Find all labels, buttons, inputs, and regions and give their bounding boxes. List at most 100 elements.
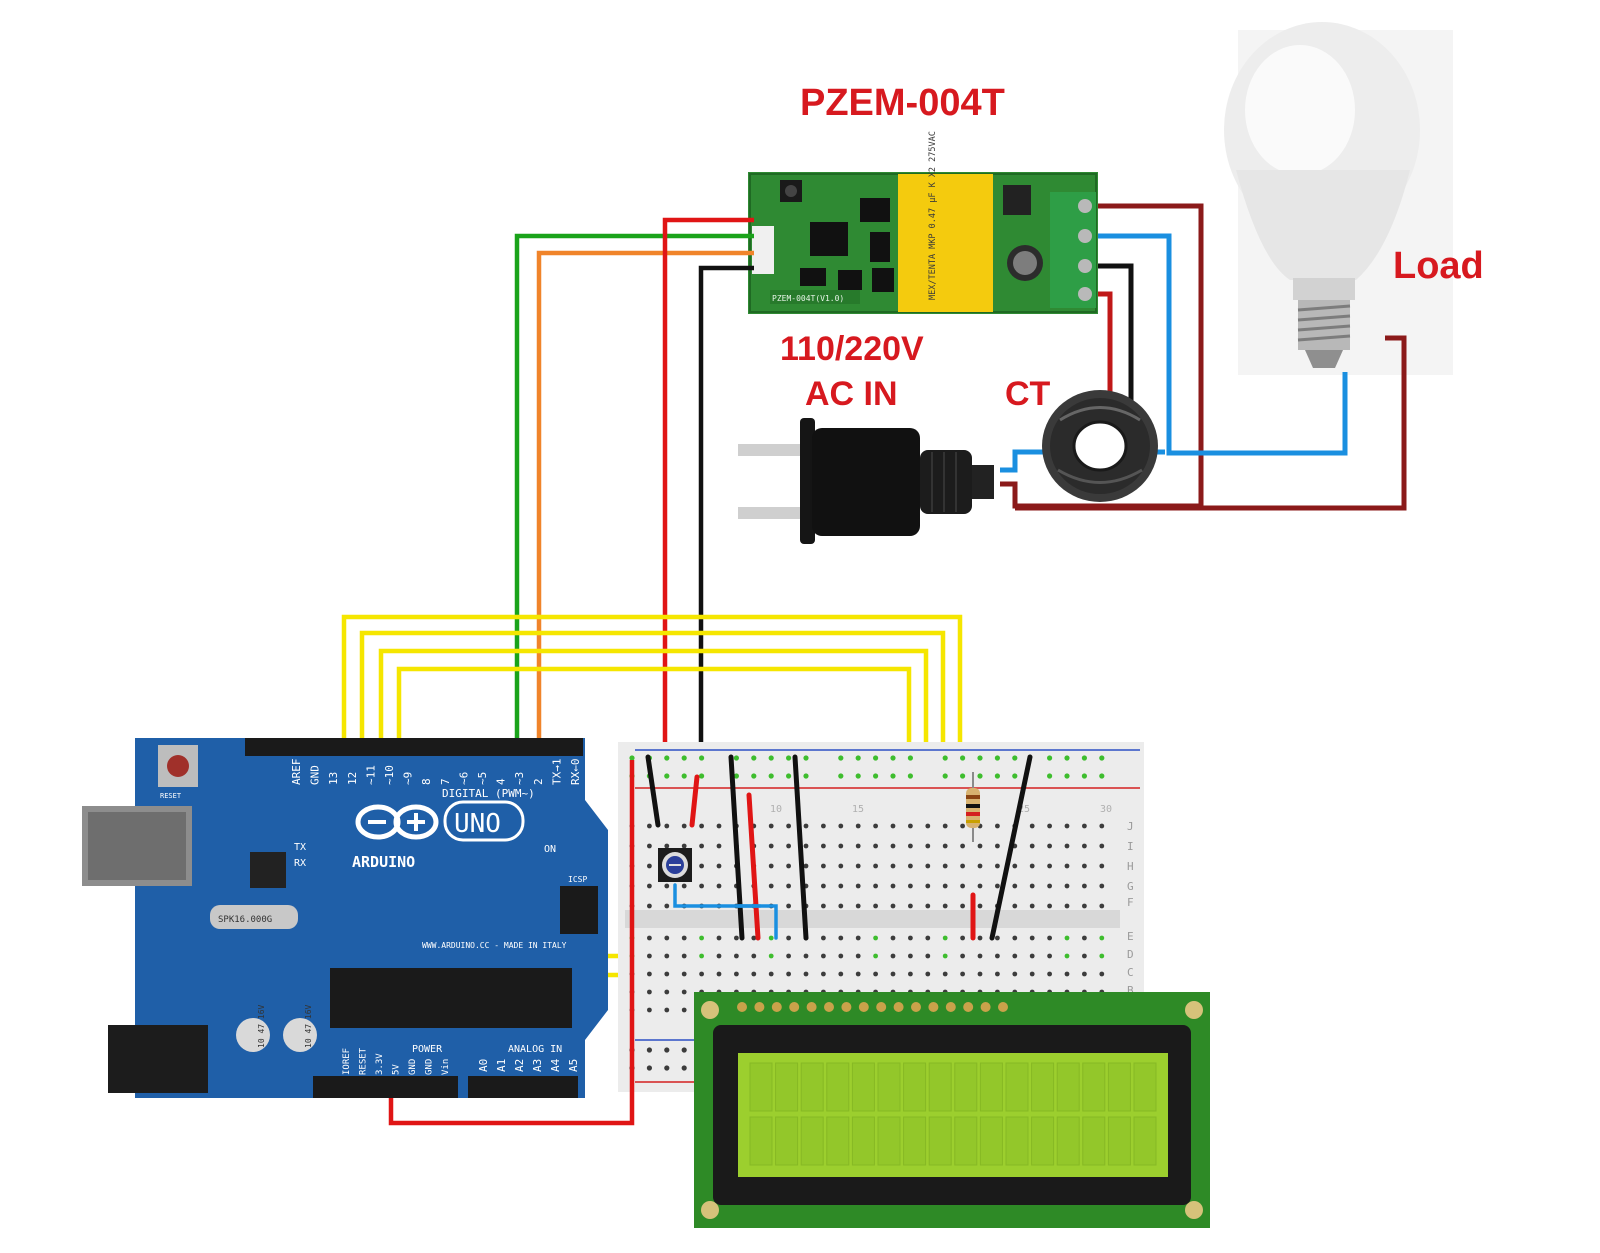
rail-hole (751, 773, 757, 779)
breadboard-hole (821, 971, 826, 977)
rail-hole (803, 755, 809, 761)
analog-pin-label: A0 (477, 1059, 490, 1072)
breadboard-hole (1082, 823, 1087, 829)
lcd-cell (851, 1062, 875, 1112)
breadboard-hole (1064, 935, 1070, 941)
rail-hole (873, 755, 879, 761)
lcd-cell (928, 1116, 952, 1166)
lcd-pin (928, 1002, 939, 1012)
tx-label: TX (294, 842, 306, 853)
lcd-pin (841, 1002, 852, 1012)
breadboard-hole (786, 883, 791, 889)
breadboard-hole (786, 971, 791, 977)
breadboard-hole (960, 935, 965, 941)
breadboard-hole (716, 823, 722, 829)
breadboard-hole (1029, 843, 1035, 849)
breadboard-hole (1012, 953, 1018, 959)
website-label: WWW.ARDUINO.CC - MADE IN ITALY (422, 941, 567, 950)
breadboard-hole (977, 953, 983, 959)
breadboard-hole (960, 883, 965, 889)
icsp-header (560, 886, 598, 934)
analog-pin-label: A1 (495, 1059, 508, 1072)
breadboard-hole (681, 1007, 687, 1013)
breadboard-hole (716, 843, 722, 849)
breadboard-hole (803, 823, 809, 829)
breadboard-hole (942, 953, 948, 959)
breadboard-hole (908, 971, 913, 977)
pzem-capacitor-text: MEX/TENTA MKP 0.47 µF K X2 275VAC (928, 131, 938, 300)
breadboard-hole (647, 823, 652, 829)
lcd-cell (903, 1116, 927, 1166)
breadboard-hole (716, 883, 722, 889)
rail-hole (681, 755, 687, 761)
rail-hole (646, 1065, 653, 1071)
rail-hole (890, 773, 896, 779)
breadboard-hole (925, 823, 931, 829)
breadboard-hole (838, 971, 844, 977)
rail-hole (768, 773, 774, 779)
digital-pin-label: ~11 (364, 765, 377, 785)
breadboard-hole (925, 953, 931, 959)
breadboard-hole (1064, 883, 1070, 889)
breadboard-hole (751, 935, 757, 941)
breadboard-hole (925, 863, 931, 869)
breadboard-hole (995, 935, 1000, 941)
rail-hole (907, 755, 914, 761)
rail-hole (1047, 755, 1053, 761)
breadboard-hole (647, 971, 652, 977)
breadboard-hole (681, 883, 687, 889)
breadboard-hole (873, 883, 878, 889)
pzem-header-connector (752, 226, 774, 274)
breadboard-hole (1082, 863, 1087, 869)
lcd-cell (1031, 1116, 1055, 1166)
digital-pin-label: ~6 (457, 772, 470, 785)
breadboard-hole (838, 903, 844, 909)
analog-pin-label: A4 (549, 1058, 562, 1072)
breadboard-hole (925, 971, 931, 977)
breadboard-hole (768, 883, 774, 889)
breadboard-hole (855, 863, 861, 869)
power-pin-label: IOREF (342, 1048, 352, 1075)
lcd-character-grid (749, 1062, 1157, 1166)
breadboard-hole (734, 935, 739, 941)
breadboard-hole (942, 971, 948, 977)
rail-hole (681, 773, 687, 779)
breadboard-hole (890, 935, 896, 941)
breadboard-hole (664, 843, 670, 849)
breadboard-hole (890, 883, 896, 889)
rail-hole (786, 755, 792, 761)
digital-pin-label: TX→1 (550, 759, 563, 786)
lcd-cell (800, 1062, 824, 1112)
analog-pin-label: A2 (513, 1059, 526, 1072)
rail-hole (664, 1065, 670, 1071)
breadboard-hole (681, 971, 687, 977)
breadboard-hole (647, 989, 652, 995)
column-number: 15 (852, 804, 864, 815)
lcd-pin (806, 1002, 817, 1012)
breadboard-hole (699, 863, 704, 869)
lcd-pin (911, 1002, 921, 1012)
digital-pin-label: 2 (532, 778, 545, 785)
lcd-cell (826, 1062, 850, 1112)
lcd-cell (877, 1116, 901, 1166)
lcd-cell (979, 1062, 1003, 1112)
breadboard-hole (768, 971, 774, 977)
breadboard-hole (1012, 935, 1018, 941)
breadboard-hole (1082, 971, 1087, 977)
breadboard-hole (908, 883, 913, 889)
icsp-label: ICSP (568, 875, 587, 884)
breadboard-hole (734, 971, 739, 977)
lcd-cell (775, 1116, 799, 1166)
row-letter: J (1127, 820, 1134, 833)
atmega-chip (330, 968, 572, 1028)
breadboard-hole (838, 935, 844, 941)
breadboard-hole (681, 935, 687, 941)
breadboard-hole (699, 823, 704, 829)
breadboard-hole (890, 971, 896, 977)
breadboard-hole (855, 823, 861, 829)
rail-hole (994, 755, 1001, 761)
breadboard-hole (995, 823, 1000, 829)
breadboard-hole (1029, 863, 1035, 869)
